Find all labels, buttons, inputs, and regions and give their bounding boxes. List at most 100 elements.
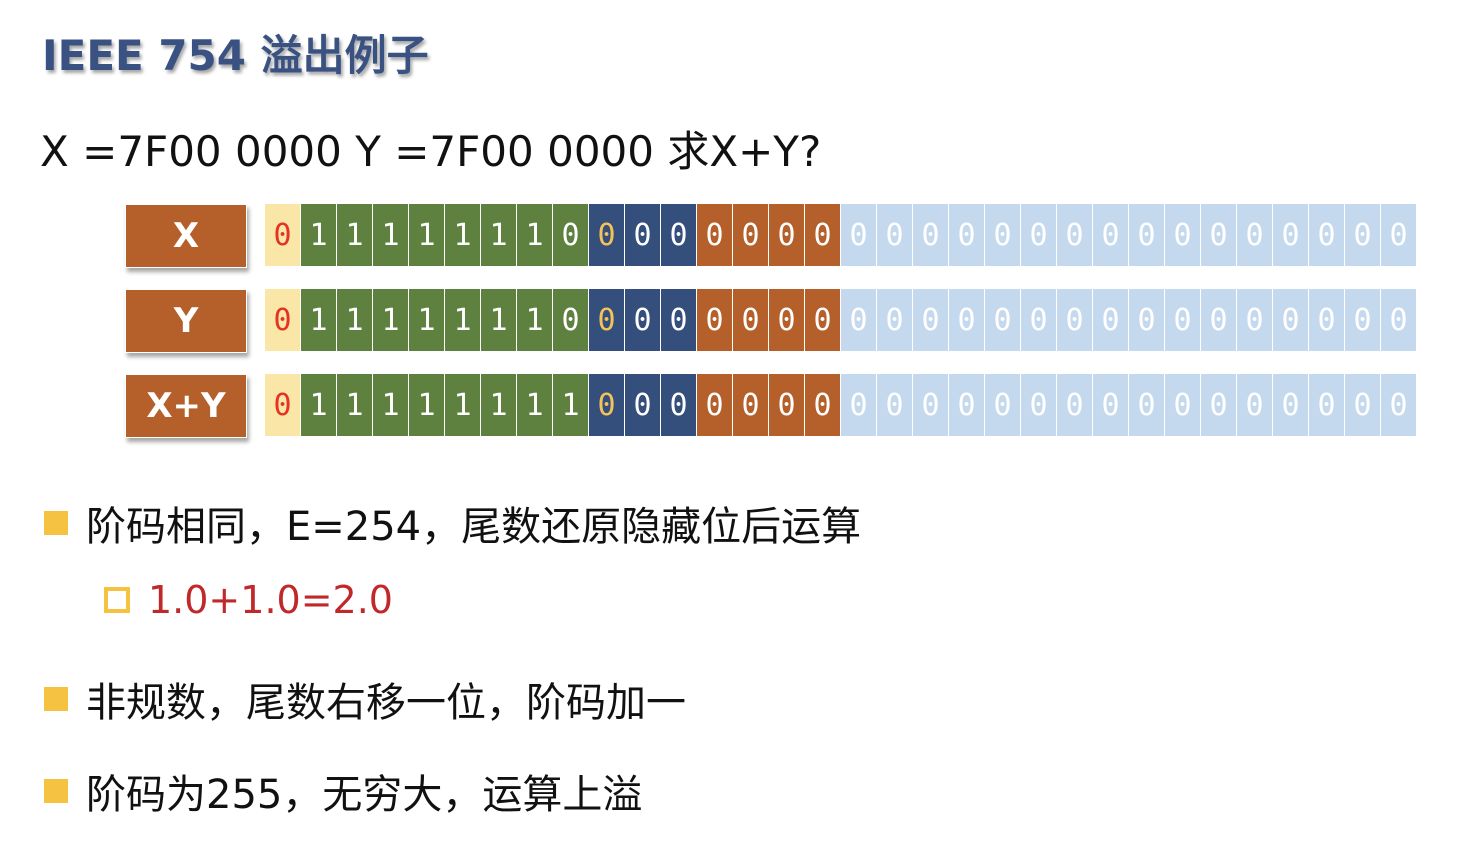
bit-cell: 0 bbox=[949, 289, 984, 351]
row-label: Y bbox=[125, 289, 247, 353]
bit-cell: 0 bbox=[1309, 374, 1344, 436]
bit-cell: 0 bbox=[769, 204, 804, 266]
bit-cell: 1 bbox=[373, 374, 408, 436]
bit-cell: 1 bbox=[409, 289, 444, 351]
bit-cell: 0 bbox=[1381, 289, 1416, 351]
bit-cell: 0 bbox=[1237, 204, 1272, 266]
bit-cell: 0 bbox=[1201, 374, 1236, 436]
bit-cell: 0 bbox=[841, 289, 876, 351]
bit-cell: 0 bbox=[1129, 374, 1164, 436]
bit-cell: 0 bbox=[1381, 204, 1416, 266]
bullet-3: 阶码为255，无穷大，运算上溢 bbox=[44, 762, 642, 820]
bit-cell: 0 bbox=[1129, 289, 1164, 351]
bit-cell: 0 bbox=[1201, 289, 1236, 351]
bit-cell: 0 bbox=[949, 374, 984, 436]
bit-cell: 0 bbox=[1309, 204, 1344, 266]
bit-cell: 0 bbox=[1237, 289, 1272, 351]
bit-cell: 1 bbox=[445, 374, 480, 436]
bit-cell: 0 bbox=[1345, 289, 1380, 351]
bit-cell: 1 bbox=[517, 204, 552, 266]
bullet-1: 阶码相同，E=254，尾数还原隐藏位后运算 bbox=[44, 494, 861, 552]
bit-cell: 0 bbox=[1165, 374, 1200, 436]
bit-cell: 1 bbox=[373, 289, 408, 351]
bit-cell: 0 bbox=[265, 374, 300, 436]
bit-cell: 0 bbox=[913, 374, 948, 436]
bit-cell: 0 bbox=[1309, 289, 1344, 351]
bit-cell: 0 bbox=[841, 374, 876, 436]
bit-cell: 0 bbox=[1381, 374, 1416, 436]
bit-cell: 1 bbox=[553, 374, 588, 436]
bit-cell: 0 bbox=[805, 374, 840, 436]
bit-cell: 0 bbox=[625, 289, 660, 351]
bit-cell: 0 bbox=[805, 204, 840, 266]
bit-cell: 0 bbox=[769, 374, 804, 436]
bit-cell: 0 bbox=[697, 289, 732, 351]
bit-cell: 1 bbox=[517, 374, 552, 436]
bit-cell: 0 bbox=[1057, 374, 1092, 436]
bit-cell: 0 bbox=[1021, 289, 1056, 351]
bit-cell: 0 bbox=[1201, 204, 1236, 266]
bit-cell: 0 bbox=[697, 374, 732, 436]
bit-cell: 1 bbox=[445, 289, 480, 351]
bit-cell: 0 bbox=[1057, 204, 1092, 266]
bit-cell: 0 bbox=[661, 289, 696, 351]
bit-cell: 0 bbox=[733, 374, 768, 436]
bit-cell: 0 bbox=[985, 204, 1020, 266]
bit-cell: 0 bbox=[1129, 204, 1164, 266]
bit-cell: 1 bbox=[301, 204, 336, 266]
bullet-text: 非规数，尾数右移一位，阶码加一 bbox=[86, 680, 686, 726]
bit-cell: 0 bbox=[1021, 204, 1056, 266]
bullet-square-icon bbox=[44, 511, 68, 535]
hollow-square-icon bbox=[104, 587, 130, 613]
bit-cell: 0 bbox=[913, 289, 948, 351]
bit-cell: 0 bbox=[949, 204, 984, 266]
bit-cell: 0 bbox=[625, 374, 660, 436]
sub-bullet: 1.0+1.0=2.0 bbox=[104, 578, 393, 622]
bullet-2: 非规数，尾数右移一位，阶码加一 bbox=[44, 670, 686, 728]
bit-cell: 1 bbox=[337, 204, 372, 266]
bit-cell: 1 bbox=[409, 374, 444, 436]
bit-cell: 0 bbox=[1273, 374, 1308, 436]
bit-cell: 0 bbox=[1237, 374, 1272, 436]
bit-cell: 1 bbox=[337, 289, 372, 351]
bit-cell: 0 bbox=[265, 289, 300, 351]
question-text: X =7F00 0000 Y =7F00 0000 求X+Y? bbox=[40, 127, 822, 176]
bit-cell: 0 bbox=[661, 374, 696, 436]
row-label: X+Y bbox=[125, 374, 247, 438]
bit-cell: 0 bbox=[985, 374, 1020, 436]
slide-title: IEEE 754 溢出例子 bbox=[42, 31, 429, 80]
bit-cell: 0 bbox=[1165, 289, 1200, 351]
bit-cell: 0 bbox=[1093, 289, 1128, 351]
bit-cell: 0 bbox=[589, 374, 624, 436]
bit-cell: 0 bbox=[1345, 374, 1380, 436]
bullet-text: 阶码相同，E=254，尾数还原隐藏位后运算 bbox=[86, 504, 862, 550]
bit-cell: 0 bbox=[877, 204, 912, 266]
bit-cell: 0 bbox=[733, 204, 768, 266]
bit-cell: 0 bbox=[733, 289, 768, 351]
bit-cell: 0 bbox=[589, 289, 624, 351]
bit-cell: 1 bbox=[445, 204, 480, 266]
bit-cell: 1 bbox=[481, 289, 516, 351]
bit-cell: 1 bbox=[517, 289, 552, 351]
bit-cell: 0 bbox=[625, 204, 660, 266]
bit-cell: 0 bbox=[841, 204, 876, 266]
sub-bullet-text: 1.0+1.0=2.0 bbox=[148, 578, 393, 622]
bit-cell: 1 bbox=[481, 204, 516, 266]
bullet-square-icon bbox=[44, 779, 68, 803]
bullet-square-icon bbox=[44, 687, 68, 711]
bit-cell: 0 bbox=[553, 204, 588, 266]
bit-cell: 0 bbox=[1093, 204, 1128, 266]
bit-cell: 1 bbox=[301, 289, 336, 351]
bit-cell: 1 bbox=[301, 374, 336, 436]
bit-cell: 0 bbox=[1345, 204, 1380, 266]
bit-cell: 0 bbox=[589, 204, 624, 266]
bit-cell: 0 bbox=[265, 204, 300, 266]
bit-cell: 0 bbox=[877, 289, 912, 351]
bit-cell: 0 bbox=[985, 289, 1020, 351]
bit-cell: 1 bbox=[373, 204, 408, 266]
bit-cell: 0 bbox=[1273, 289, 1308, 351]
row-label: X bbox=[125, 204, 247, 268]
